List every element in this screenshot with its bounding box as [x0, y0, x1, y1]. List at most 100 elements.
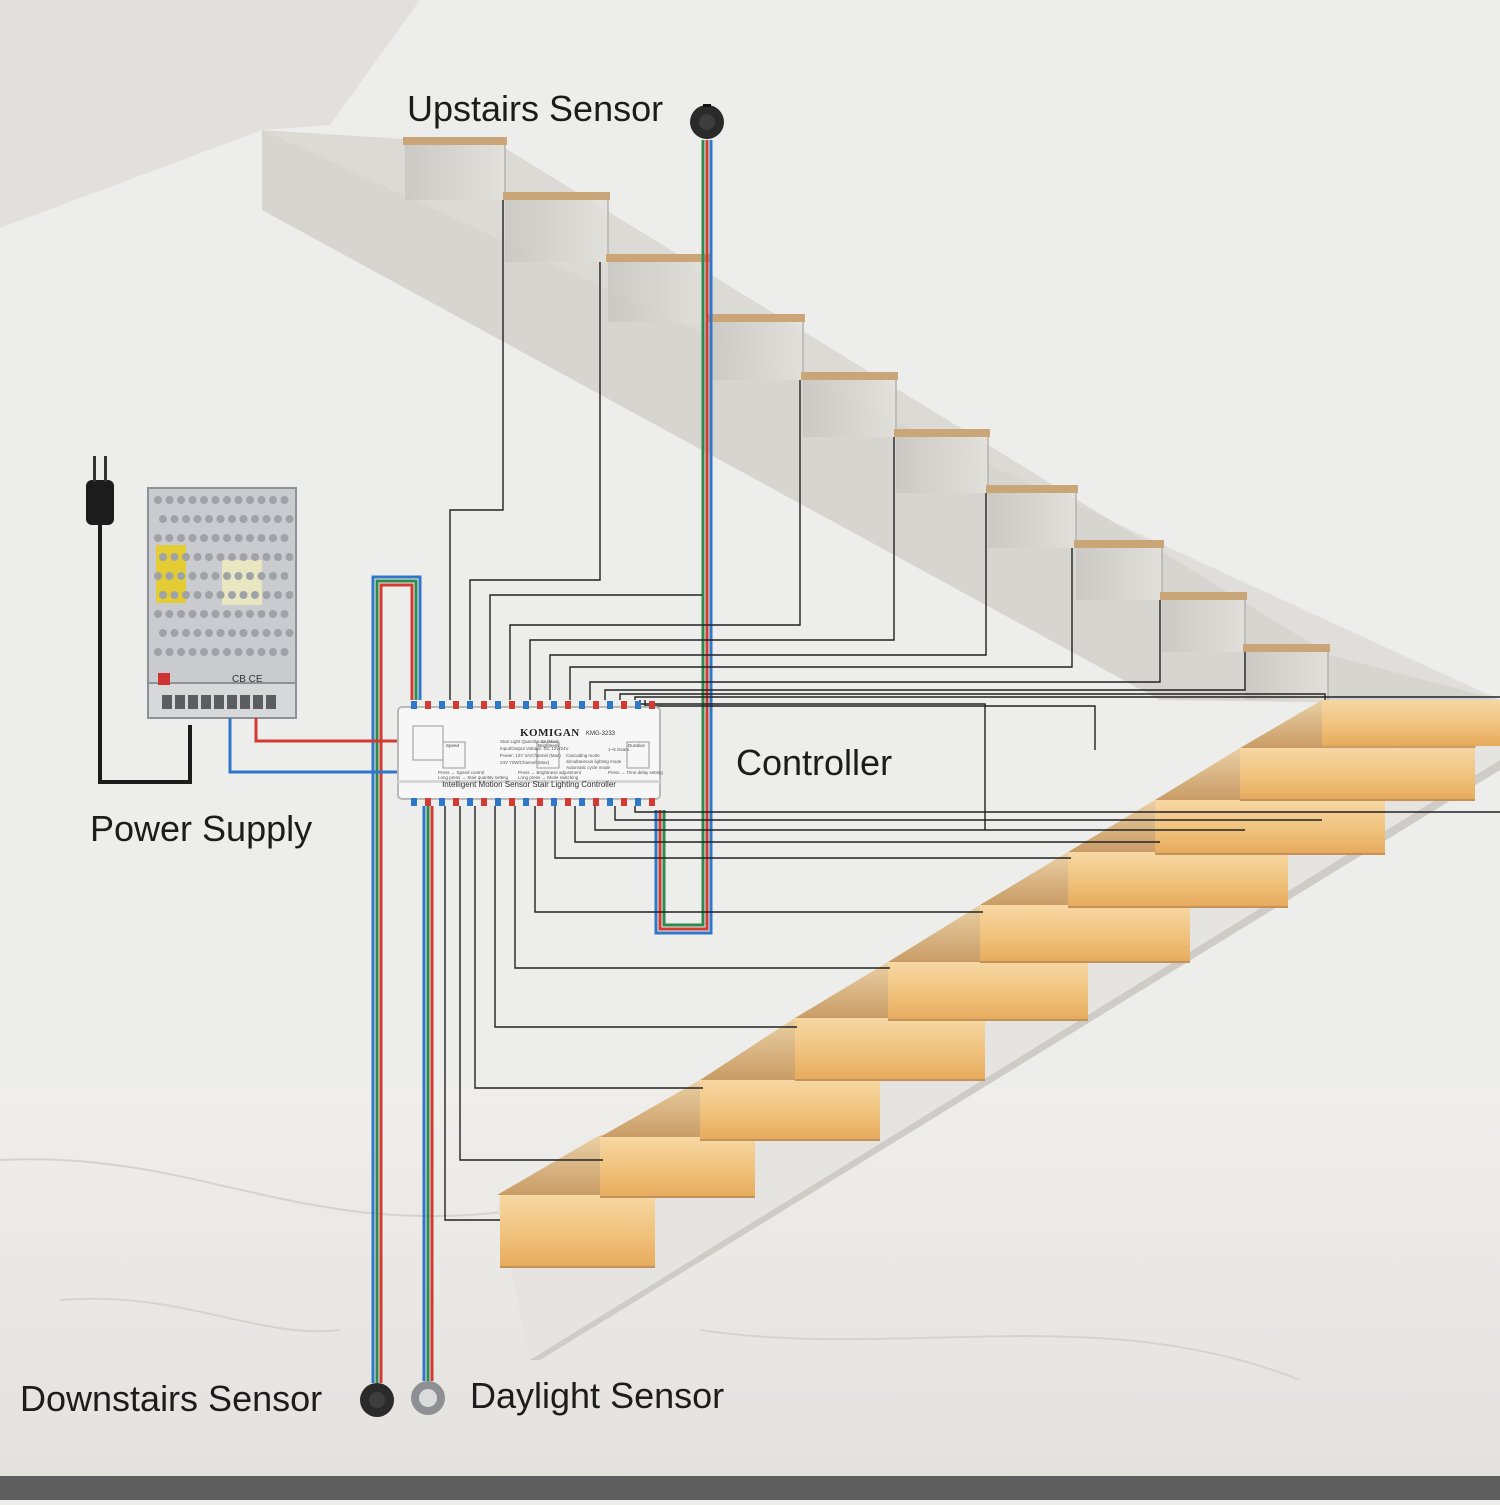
- wire: [594, 806, 1245, 831]
- wire: [634, 806, 1500, 813]
- psu-vent: [165, 534, 174, 542]
- lower-riser-glow: [1068, 852, 1288, 907]
- psu-vent: [274, 553, 282, 561]
- psu-vent: [223, 648, 231, 656]
- psu-vent: [182, 629, 190, 637]
- psu-vent: [188, 610, 197, 618]
- upper-tread-edge: [708, 314, 805, 322]
- psu-vent: [193, 515, 202, 523]
- mode-line: Automatic cycle mode: [566, 765, 611, 770]
- upper-tread-edge: [894, 429, 990, 437]
- spec-line: Power: 12V 3A/Channel (Max): [500, 753, 561, 758]
- psu-vent: [216, 515, 225, 523]
- psu-vent: [246, 610, 254, 618]
- wire: [662, 140, 705, 927]
- psu-vent: [257, 648, 266, 656]
- lower-riser-glow: [1322, 700, 1500, 746]
- lower-riser-glow: [1155, 800, 1385, 854]
- psu-vent: [234, 534, 243, 542]
- lower-riser-glow: [700, 1080, 880, 1140]
- psu-vent: [234, 572, 243, 580]
- wire: [254, 718, 398, 743]
- psu-vent: [274, 591, 282, 599]
- upper-tread-edge: [1243, 644, 1330, 652]
- psu-vent: [165, 496, 174, 504]
- controller-terminal-top: [509, 701, 515, 709]
- controller-terminal-top: [635, 701, 641, 709]
- floor-vein: [0, 1158, 1301, 1381]
- psu-vent: [211, 572, 220, 580]
- psu-vent: [228, 591, 236, 599]
- psu-vent: [285, 591, 294, 599]
- psu-vent: [251, 515, 259, 523]
- press-note: Press → Brightness adjustment: [518, 770, 582, 775]
- controller-terminal-bottom: [495, 798, 501, 806]
- psu-vent: [205, 629, 213, 637]
- upper-riser: [710, 322, 803, 380]
- upper-riser: [803, 380, 896, 437]
- psu-vent: [246, 648, 254, 656]
- psu-terminal: [188, 695, 198, 709]
- controller-terminal-top: [537, 701, 543, 709]
- upper-flight: [403, 137, 1330, 700]
- controller-terminal-top: [565, 701, 571, 709]
- wire: [574, 806, 1160, 843]
- psu-vent: [177, 648, 185, 656]
- controller-terminal-bottom: [453, 798, 459, 806]
- lower-riser-glow: [888, 962, 1088, 1020]
- psu-vent: [257, 572, 266, 580]
- wire: [549, 493, 987, 700]
- psu-vent: [228, 553, 236, 561]
- psu-vent: [211, 534, 220, 542]
- wire: [509, 380, 801, 700]
- psu-vent: [285, 553, 294, 561]
- controller-terminal-top: [593, 701, 599, 709]
- psu-vent: [262, 515, 271, 523]
- upper-riser: [405, 145, 505, 200]
- controller-terminal-top: [495, 701, 501, 709]
- psu-terminal: [175, 695, 185, 709]
- psu-terminal: [240, 695, 250, 709]
- lower-stringer-edge: [530, 760, 1500, 1360]
- controller-terminal-top: [523, 701, 529, 709]
- psu-vent: [159, 515, 167, 523]
- controller-terminal-top: [439, 701, 445, 709]
- psu-vent: [234, 648, 243, 656]
- psu-vent: [154, 572, 162, 580]
- controller-terminal-bottom: [649, 798, 655, 806]
- psu-vent: [239, 629, 248, 637]
- lower-riser-glow: [980, 905, 1190, 962]
- daylight-sensor-device: [411, 1381, 445, 1415]
- controller-terminal-top: [453, 701, 459, 709]
- psu-vent: [182, 591, 190, 599]
- psu-terminal: [201, 695, 211, 709]
- psu-terminal: [227, 695, 237, 709]
- psu-vent: [285, 629, 294, 637]
- upstairs-sensor-label: Upstairs Sensor: [407, 88, 664, 129]
- psu-vent: [205, 515, 213, 523]
- psu-vent: [200, 648, 208, 656]
- upper-tread-edge: [801, 372, 898, 380]
- controller-model: KMG-3233: [586, 731, 616, 737]
- controller-terminal-bottom: [439, 798, 445, 806]
- controller-terminal-top: [481, 701, 487, 709]
- controller-terminal-top: [621, 701, 627, 709]
- power-cord: [98, 538, 192, 784]
- psu-vent: [246, 534, 254, 542]
- upper-riser: [505, 200, 608, 262]
- daylight-sensor-label: Daylight Sensor: [470, 1375, 725, 1416]
- psu-vent: [200, 572, 208, 580]
- psu-vent: [188, 648, 197, 656]
- psu-vent: [251, 591, 259, 599]
- psu-vent: [269, 648, 277, 656]
- psu-vent: [262, 553, 271, 561]
- psu-vent: [280, 534, 289, 542]
- speed-key-label: Speed: [446, 743, 460, 748]
- psu-vent: [170, 629, 179, 637]
- psu-vent: [234, 496, 243, 504]
- psu-vent: [262, 629, 271, 637]
- controller-terminal-top: [579, 701, 585, 709]
- psu-vent: [193, 591, 202, 599]
- psu-vent: [246, 572, 254, 580]
- upper-riser: [896, 437, 988, 493]
